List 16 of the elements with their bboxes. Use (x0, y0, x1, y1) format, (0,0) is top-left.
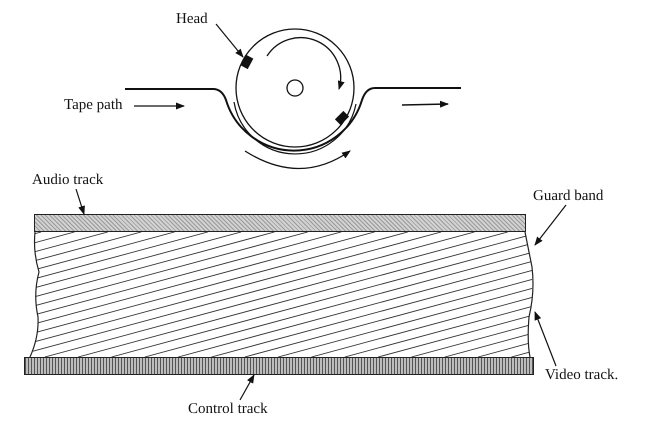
part-label: Guard band (533, 187, 604, 205)
leader-line (239, 374, 255, 400)
leader-line (534, 311, 557, 366)
part-label: Control track (188, 400, 268, 418)
part-label: Audio track (32, 171, 104, 189)
leader-line (534, 204, 566, 246)
control-track-band (24, 357, 534, 375)
leader-line (216, 24, 244, 58)
head-block (240, 54, 254, 70)
part-label: Video track. (545, 366, 618, 384)
part-label: Tape path (64, 96, 123, 114)
leader-line (75, 188, 85, 215)
part-label: Head (176, 10, 208, 28)
arrow (134, 102, 185, 110)
video-track-area (30, 232, 535, 357)
audio-track-band (34, 214, 526, 232)
